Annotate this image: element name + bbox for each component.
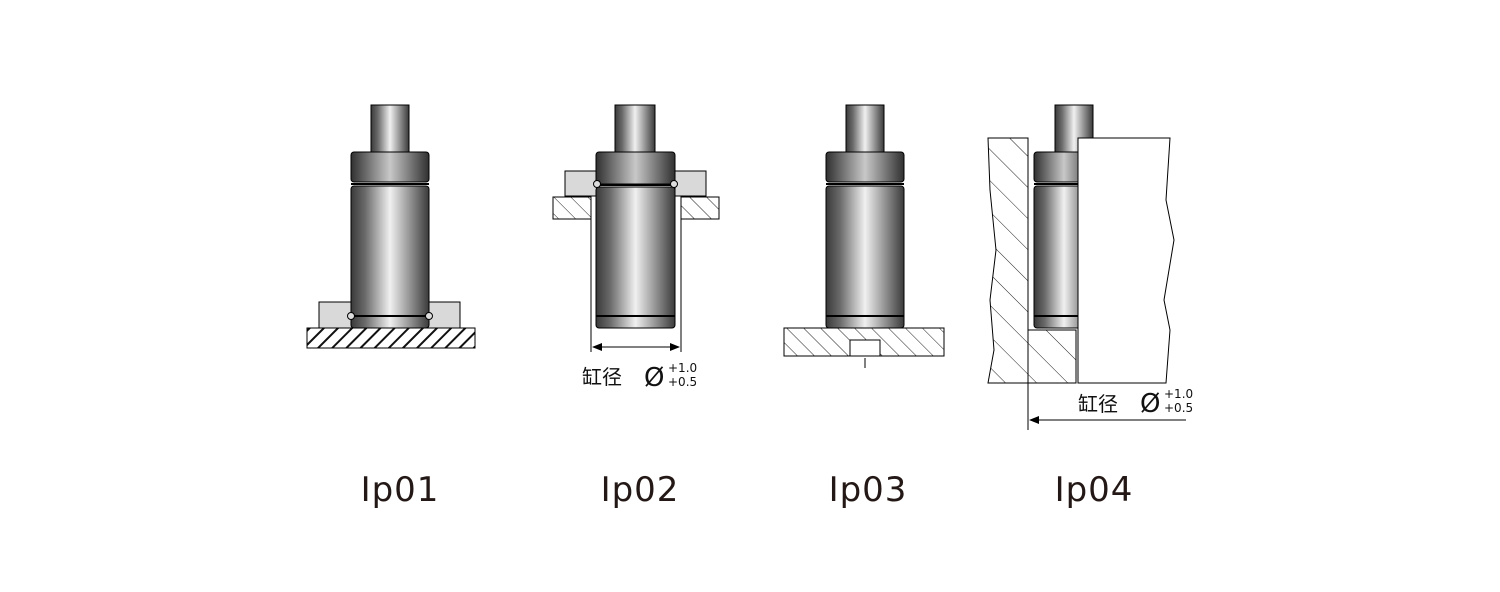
cylinder-head — [595, 151, 676, 185]
caption-ip03: Ip03 — [828, 470, 908, 510]
hatched-plate-left — [552, 196, 592, 220]
diameter-symbol: Ø — [644, 363, 664, 393]
o-ring-left — [593, 180, 601, 188]
cylinder-body — [595, 186, 676, 329]
mounting-plate-left — [564, 170, 598, 197]
base-plate — [306, 327, 476, 349]
o-ring-right — [670, 180, 678, 188]
cylinder-head — [350, 151, 430, 183]
dimension-label: 缸径 — [582, 365, 622, 389]
tolerance-lower: +0.5 — [668, 375, 697, 389]
mounting-plate-right — [674, 170, 707, 197]
hatched-wall — [987, 137, 1077, 384]
cylinder-body — [825, 185, 905, 329]
threaded-hole — [849, 339, 881, 357]
tolerance-upper: +1.0 — [1164, 387, 1193, 401]
hatched-plate-right — [680, 196, 720, 220]
cylinder-head — [825, 151, 905, 183]
piston-rod — [614, 104, 656, 153]
cylinder-body — [350, 185, 430, 329]
caption-ip04: Ip04 — [1054, 470, 1134, 510]
tolerance-lower: +0.5 — [1164, 401, 1193, 415]
caption-ip01: Ip01 — [360, 470, 440, 510]
o-ring-left — [347, 312, 355, 320]
tolerance-upper: +1.0 — [668, 361, 697, 375]
figure-ip03 — [783, 104, 945, 368]
dimension-label: 缸径 — [1078, 392, 1118, 416]
figure-ip01 — [306, 104, 476, 349]
figure-ip02: 缸径 Ø +1.0 +0.5 — [552, 104, 720, 393]
diameter-symbol: Ø — [1140, 389, 1160, 419]
piston-rod — [370, 104, 410, 153]
piston-rod — [845, 104, 885, 153]
figure-ip04: 缸径 Ø +1.0 +0.5 — [987, 104, 1193, 430]
o-ring-right — [425, 312, 433, 320]
section-cover — [1077, 137, 1175, 384]
caption-ip02: Ip02 — [600, 470, 680, 510]
